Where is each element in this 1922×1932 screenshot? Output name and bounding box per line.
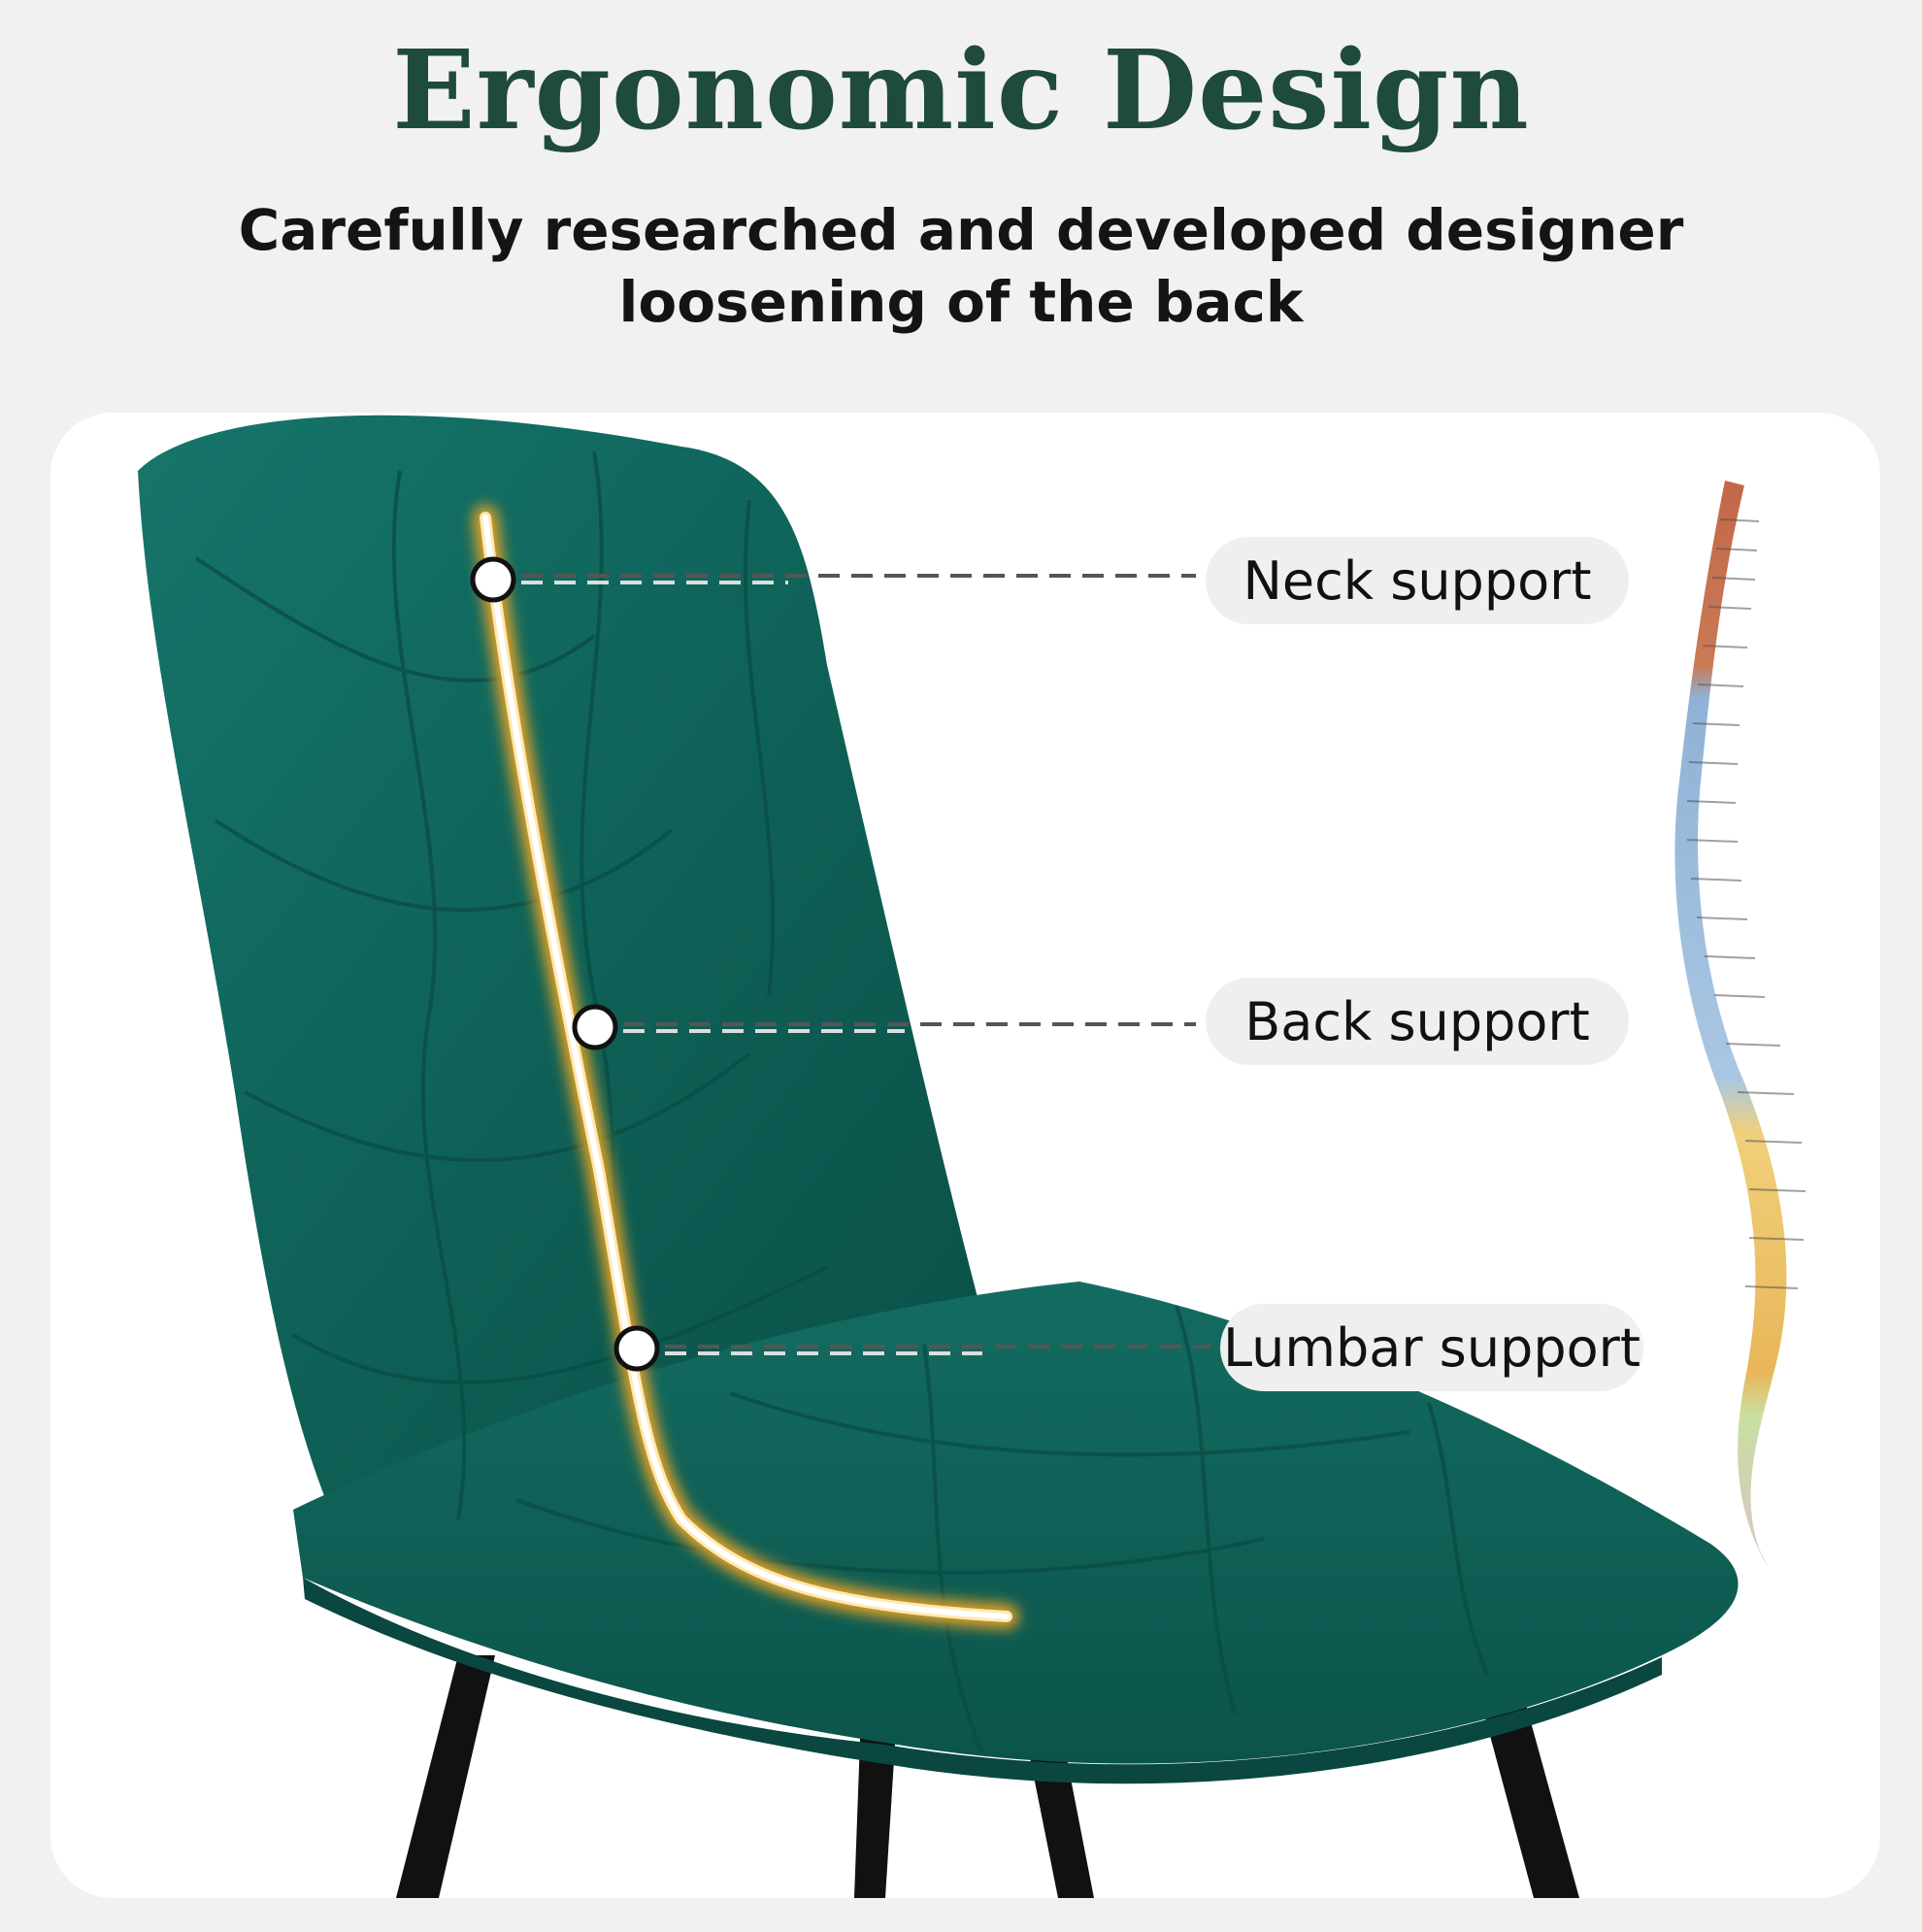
chair-seat xyxy=(293,1282,1739,1764)
lumbar-marker xyxy=(613,1325,660,1372)
callout-connectors xyxy=(521,574,1210,1355)
page-subtitle: Carefully researched and developed desig… xyxy=(194,194,1728,338)
subtitle-line-2: loosening of the back xyxy=(618,269,1304,335)
neck-support-label: Neck support xyxy=(1206,537,1629,624)
product-card: Neck support Back support Lumbar support xyxy=(50,413,1880,1898)
page-title: Ergonomic Design xyxy=(392,27,1530,154)
chair-illustration xyxy=(138,415,1806,1898)
lumbar-support-label: Lumbar support xyxy=(1220,1304,1643,1391)
back-marker xyxy=(572,1004,618,1050)
subtitle-line-1: Carefully researched and developed desig… xyxy=(238,197,1684,263)
spine-illustration xyxy=(1674,481,1806,1568)
neck-marker xyxy=(470,556,516,603)
back-support-label: Back support xyxy=(1206,978,1629,1065)
